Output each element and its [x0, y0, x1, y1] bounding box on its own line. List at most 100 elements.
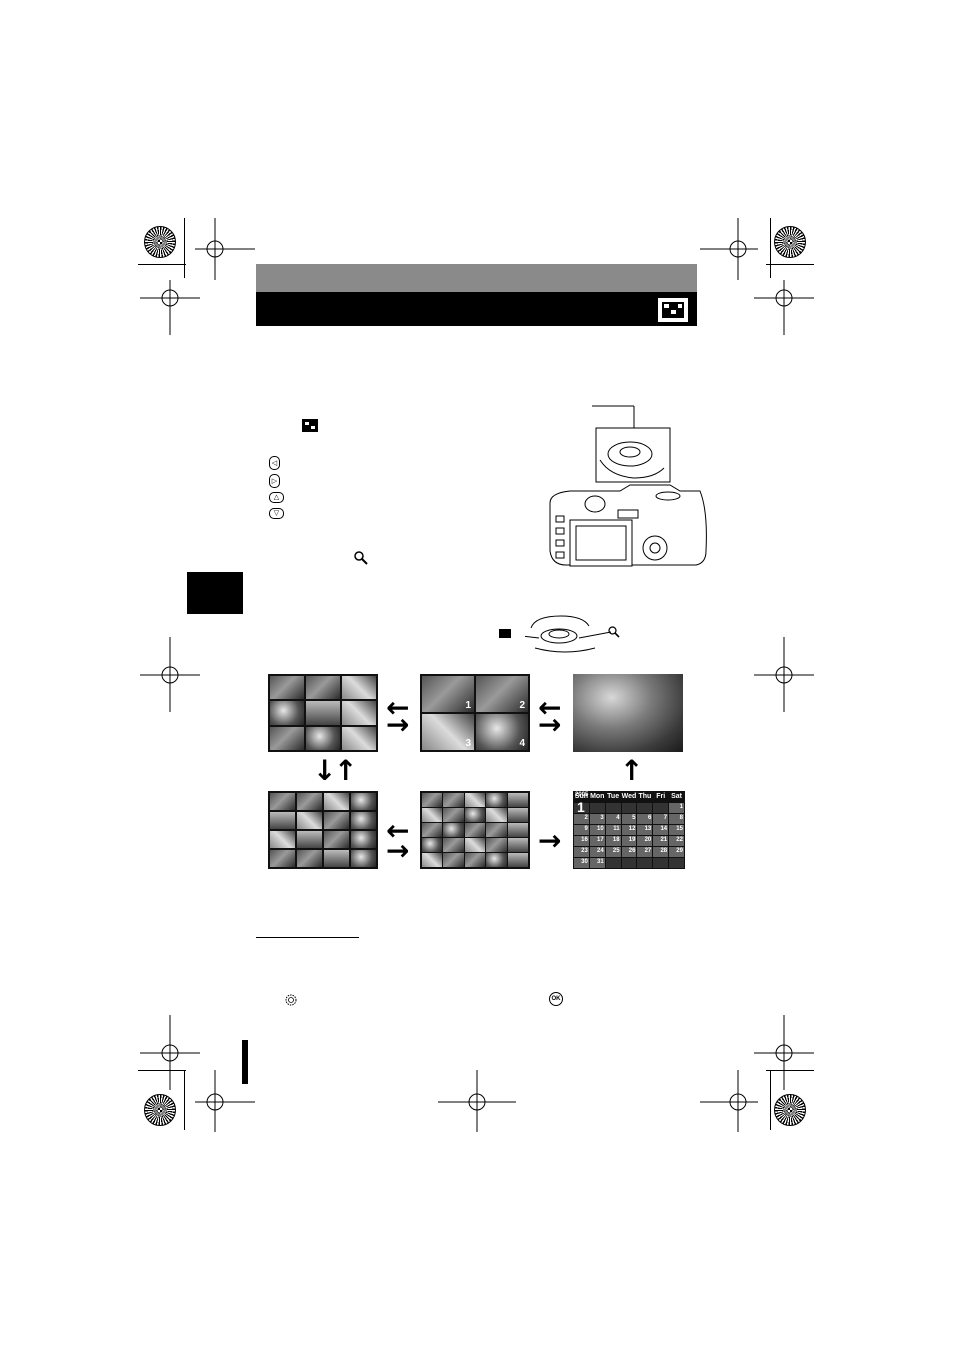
arrow-left-icon: ←	[386, 691, 410, 724]
arrow-left-icon: ←	[386, 814, 410, 847]
thumbnail	[306, 676, 340, 700]
dial-control-icon	[285, 993, 297, 1011]
section-rule	[256, 937, 359, 938]
thumbnail-number: 1	[422, 676, 474, 712]
calendar-day: 16	[574, 836, 589, 846]
nine-frame-index-view	[268, 674, 378, 752]
index-grid-icon	[662, 302, 684, 318]
thumbnail	[342, 726, 376, 750]
title-header-band	[256, 292, 697, 326]
single-frame-view	[573, 674, 683, 752]
calendar-day: 8	[669, 814, 684, 824]
calendar-day: 6	[637, 814, 653, 824]
calendar-day: 31	[589, 858, 605, 868]
calendar-weekday-header: Wed	[621, 793, 637, 800]
down-arrow-button-icon: ▽	[269, 508, 284, 519]
calendar-day	[621, 858, 637, 868]
calendar-day: 26	[621, 847, 637, 857]
four-frame-index-view: 1 2 3 4	[420, 674, 530, 752]
arrow-left-icon: ←	[538, 691, 562, 724]
calendar-year: 2005	[575, 792, 589, 798]
calendar-day: 29	[669, 847, 684, 857]
arrow-right-icon: →	[386, 708, 410, 741]
registration-star-bottom-right	[774, 1094, 806, 1126]
arrow-up-icon: ↑	[334, 754, 358, 787]
calendar-day	[653, 858, 669, 868]
calendar-day: 3	[589, 814, 605, 824]
magnify-icon	[354, 551, 368, 568]
calendar-day	[605, 803, 621, 813]
calendar-day	[637, 858, 653, 868]
calendar-day: 20	[637, 836, 653, 846]
calendar-day: 19	[621, 836, 637, 846]
thumbnail	[342, 676, 376, 700]
up-arrow-button-icon: △	[269, 492, 284, 503]
calendar-day: 22	[669, 836, 684, 846]
index-display-icon	[658, 298, 688, 322]
registration-star-bottom-left	[144, 1094, 176, 1126]
calendar-weekday-header: Thu	[638, 793, 652, 800]
thumbnail	[270, 726, 304, 750]
thumbnail-number: 3	[422, 714, 474, 750]
calendar-day	[574, 803, 589, 813]
calendar-day	[589, 803, 605, 813]
calendar-day: 24	[589, 847, 605, 857]
calendar-day	[653, 803, 669, 813]
calendar-weekday-header: Sat	[671, 793, 683, 800]
page-edge-tab	[242, 1040, 248, 1084]
arrow-right-icon: →	[386, 834, 410, 867]
calendar-weekday-header: Mon	[590, 793, 605, 800]
arrow-right-icon: →	[538, 824, 562, 857]
section-header-band	[256, 264, 697, 292]
calendar-day: 2	[574, 814, 589, 824]
calendar-day: 13	[637, 825, 653, 835]
registration-star-top-left	[144, 226, 176, 258]
thumbnail-number: 4	[476, 714, 528, 750]
calendar-day	[637, 803, 653, 813]
calendar-day: 11	[605, 825, 621, 835]
twentyfive-frame-index-view	[420, 791, 530, 869]
thumbnail	[342, 701, 376, 725]
calendar-day: 17	[589, 836, 605, 846]
thumbnail	[270, 701, 304, 725]
sixteen-frame-index-view	[268, 791, 378, 869]
thumbnail-number: 2	[476, 676, 528, 712]
thumbnail	[270, 676, 304, 700]
arrow-right-icon: →	[538, 708, 562, 741]
calendar-day: 7	[653, 814, 669, 824]
calendar-day: 18	[605, 836, 621, 846]
thumbnail	[306, 701, 340, 725]
calendar-day: 15	[669, 825, 684, 835]
calendar-day: 10	[589, 825, 605, 835]
right-arrow-button-icon: ▷	[269, 474, 280, 488]
calendar-day: 23	[574, 847, 589, 857]
calendar-day	[669, 858, 684, 868]
calendar-day: 9	[574, 825, 589, 835]
registration-star-top-right	[774, 226, 806, 258]
thumbnail	[306, 726, 340, 750]
chapter-side-tab	[187, 572, 243, 614]
dial-zoom-icon	[608, 626, 620, 641]
arrow-down-icon: ↓	[313, 754, 337, 787]
arrow-up-icon: ↑	[620, 754, 644, 787]
calendar-weekday-header: Sun	[574, 793, 589, 800]
calendar-day: 25	[605, 847, 621, 857]
calendar-day: 21	[653, 836, 669, 846]
calendar-day	[605, 858, 621, 868]
camera-back-illustration	[549, 405, 707, 567]
calendar-day: 1	[669, 803, 684, 813]
calendar-day: 4	[605, 814, 621, 824]
left-arrow-button-icon: ◁	[269, 456, 280, 470]
calendar-day: 12	[621, 825, 637, 835]
calendar-day: 28	[653, 847, 669, 857]
dial-illustration	[525, 615, 612, 653]
calendar-day: 30	[574, 858, 589, 868]
dial-index-icon	[499, 629, 511, 638]
index-button-icon	[302, 419, 318, 432]
calendar-day: 14	[653, 825, 669, 835]
calendar-weekday-header: Tue	[607, 793, 620, 800]
calendar-day	[621, 803, 637, 813]
calendar-day: 27	[637, 847, 653, 857]
